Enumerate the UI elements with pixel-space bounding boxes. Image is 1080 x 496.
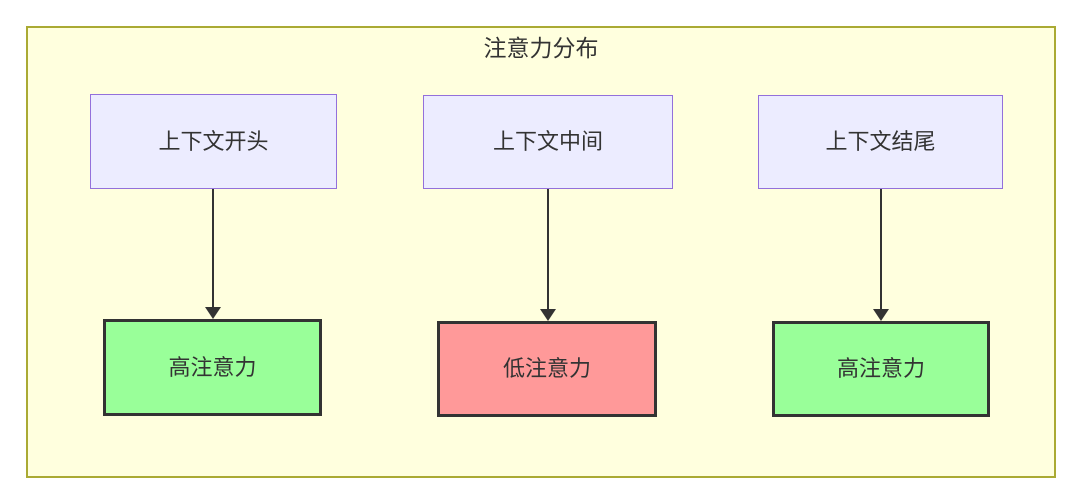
arrow-down-icon	[205, 189, 221, 319]
node-context-middle: 上下文中间	[423, 95, 673, 189]
node-low-attention: 低注意力	[437, 321, 657, 417]
arrow-down-icon	[873, 189, 889, 321]
arrow-stem	[880, 189, 882, 309]
node-high-attention-1: 高注意力	[103, 319, 322, 416]
arrow-stem	[212, 189, 214, 307]
arrow-stem	[547, 189, 549, 309]
arrow-head-icon	[540, 309, 556, 321]
node-high-attention-2: 高注意力	[772, 321, 990, 417]
arrow-down-icon	[540, 189, 556, 321]
diagram-title: 注意力分布	[483, 35, 599, 61]
node-context-end: 上下文结尾	[758, 95, 1003, 189]
arrow-head-icon	[205, 307, 221, 319]
node-context-start: 上下文开头	[90, 94, 337, 189]
arrow-head-icon	[873, 309, 889, 321]
